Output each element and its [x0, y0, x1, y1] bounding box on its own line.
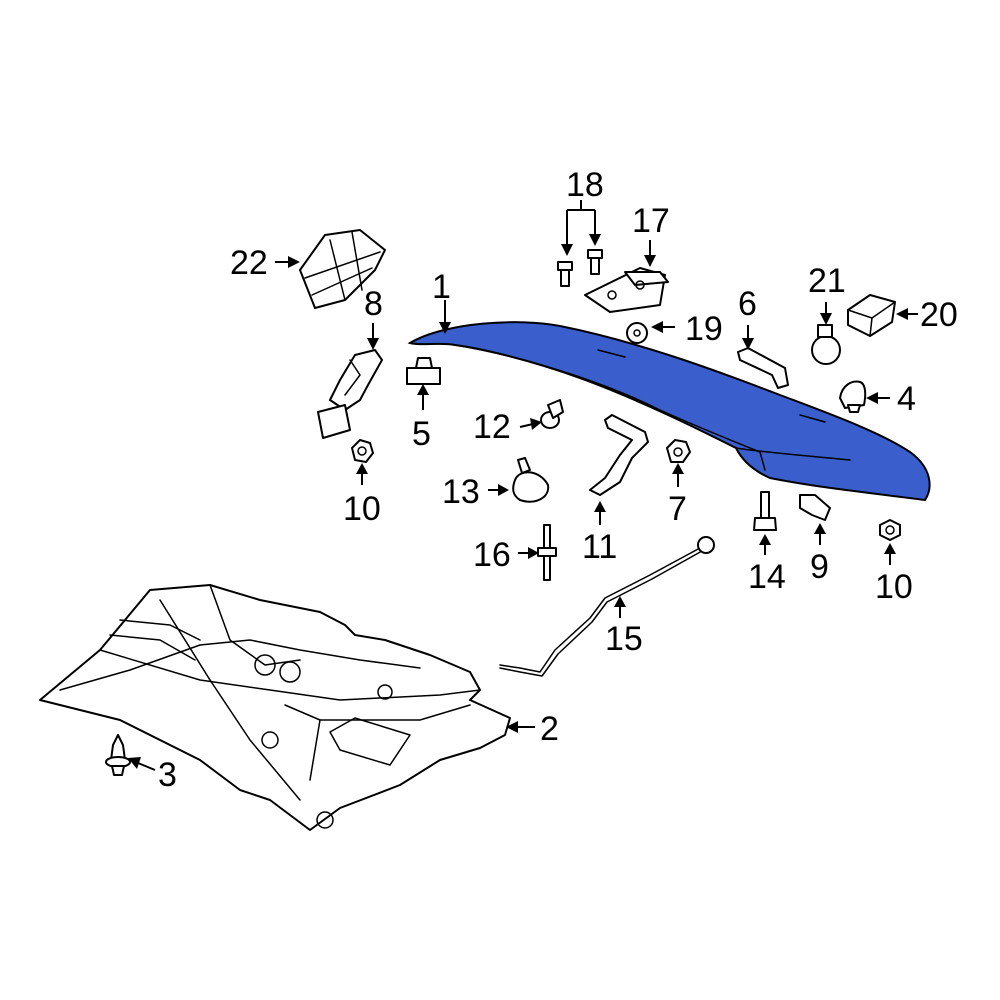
part-6-bracket[interactable] — [737, 347, 789, 389]
part-13-insulator[interactable] — [512, 457, 550, 503]
part-20-module[interactable] — [847, 294, 896, 337]
part-9-clip[interactable] — [799, 494, 831, 521]
part-5-clip[interactable] — [406, 357, 441, 385]
part-18-bolts[interactable] — [557, 249, 603, 287]
part-19-washer[interactable] — [626, 322, 648, 344]
callout-11: 11 — [582, 528, 617, 566]
callout-4: 4 — [897, 380, 916, 418]
part-1-hood-panel[interactable] — [407, 321, 931, 502]
leader-arrows — [128, 200, 918, 771]
part-8-latch[interactable] — [317, 349, 383, 439]
callout-14: 14 — [748, 558, 786, 596]
callout-19: 19 — [685, 310, 723, 348]
callout-20: 20 — [920, 296, 958, 334]
part-17-hinge[interactable] — [584, 267, 669, 313]
part-14-bolt[interactable] — [753, 491, 777, 531]
part-21-lamp[interactable] — [811, 324, 841, 365]
part-4-bumper[interactable] — [839, 380, 867, 413]
callout-9: 9 — [810, 548, 829, 586]
part-10-nut-b[interactable] — [879, 519, 901, 541]
part-16-retainer[interactable] — [537, 524, 557, 581]
part-22-cover[interactable] — [299, 229, 386, 309]
callout-22: 22 — [230, 244, 268, 282]
callout-5: 5 — [412, 415, 431, 453]
callout-2: 2 — [540, 710, 559, 748]
part-11-bracket[interactable] — [589, 414, 649, 496]
callout-1: 1 — [432, 268, 451, 306]
part-10-nut-a[interactable] — [351, 439, 374, 463]
part-3-push-clip[interactable] — [105, 734, 131, 776]
part-12-bushing[interactable] — [540, 399, 564, 429]
part-15-prop-rod[interactable] — [499, 536, 715, 677]
callout-12: 12 — [473, 408, 511, 446]
part-2-splash-shield[interactable] — [39, 584, 511, 831]
callout-15: 15 — [605, 620, 643, 658]
callout-18: 18 — [566, 166, 604, 204]
callout-10-right: 10 — [875, 568, 913, 606]
callout-6: 6 — [738, 285, 757, 323]
callout-13: 13 — [442, 473, 480, 511]
callout-3: 3 — [158, 756, 177, 794]
callout-10-left: 10 — [343, 490, 381, 528]
callout-17: 17 — [632, 202, 670, 240]
part-7-nut[interactable] — [666, 439, 691, 463]
callout-21: 21 — [808, 262, 846, 300]
callout-8: 8 — [364, 285, 383, 323]
callout-16: 16 — [473, 536, 511, 574]
callout-7: 7 — [668, 490, 687, 528]
